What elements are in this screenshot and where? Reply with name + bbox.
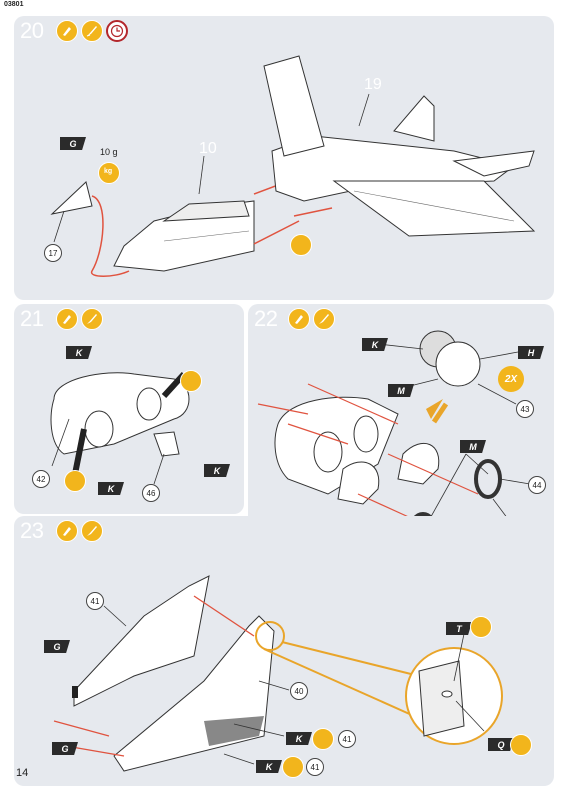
color-tag: K bbox=[98, 482, 124, 495]
color-tag: K bbox=[286, 732, 312, 745]
color-tag: K bbox=[362, 338, 388, 351]
step-20-panel: 20 G 10 g kg 17 10 19 bbox=[14, 16, 554, 300]
part-label: 10 bbox=[199, 140, 217, 157]
part-callout: 43 bbox=[516, 400, 534, 418]
rotate-icon bbox=[470, 616, 492, 638]
rotate-icon bbox=[510, 734, 532, 756]
paint-brush-icon bbox=[81, 20, 103, 42]
document-code: 03801 bbox=[4, 1, 24, 8]
color-tag: K bbox=[256, 760, 282, 773]
glue-point-icon bbox=[180, 370, 202, 392]
step-23-illustration bbox=[53, 575, 503, 772]
part-callout: 42 bbox=[32, 470, 50, 488]
part-callout: 46 bbox=[142, 484, 160, 502]
color-tag: G bbox=[44, 640, 70, 653]
color-tag: G bbox=[60, 137, 86, 150]
weight-unit: kg bbox=[104, 168, 113, 175]
color-tag: T bbox=[446, 622, 472, 635]
glue-icon bbox=[288, 308, 310, 330]
step-number: 21 bbox=[20, 306, 44, 331]
color-tag: Q bbox=[488, 738, 514, 751]
paint-brush-icon bbox=[81, 520, 103, 542]
step-number: 22 bbox=[254, 306, 278, 331]
glue-icon bbox=[56, 520, 78, 542]
paint-brush-icon bbox=[313, 308, 335, 330]
step-22-illustration bbox=[257, 330, 531, 552]
color-tag: M bbox=[388, 384, 414, 397]
weight-icon bbox=[98, 162, 120, 184]
part-callout: 41 bbox=[338, 730, 356, 748]
quantity-badge: 2X bbox=[498, 366, 524, 392]
step-23-panel: 23 G G T Q K K 41 40 41 41 bbox=[14, 516, 554, 786]
step-21-panel: 21 K K K 42 46 bbox=[14, 304, 244, 514]
part-callout: 40 bbox=[290, 682, 308, 700]
glue-point-icon bbox=[64, 470, 86, 492]
rotate-icon bbox=[312, 728, 334, 750]
clamp-icon bbox=[290, 234, 312, 256]
page-number: 14 bbox=[16, 767, 29, 779]
color-tag: K bbox=[66, 346, 92, 359]
part-callout: 41 bbox=[86, 592, 104, 610]
paint-brush-icon bbox=[81, 308, 103, 330]
step-icons bbox=[56, 20, 128, 42]
part-callout: 44 bbox=[528, 476, 546, 494]
color-tag: M bbox=[460, 440, 486, 453]
step-number: 20 bbox=[20, 18, 44, 43]
step-20-illustration bbox=[50, 55, 536, 277]
color-tag: K bbox=[204, 464, 230, 477]
step-21-illustration bbox=[50, 371, 190, 485]
step-icons bbox=[288, 308, 335, 330]
part-callout: 17 bbox=[44, 244, 62, 262]
color-tag: G bbox=[52, 742, 78, 755]
step-number: 23 bbox=[20, 518, 44, 543]
step-icons bbox=[56, 520, 103, 542]
step-icons bbox=[56, 308, 103, 330]
rotate-icon bbox=[282, 756, 304, 778]
glue-icon bbox=[56, 308, 78, 330]
glue-icon bbox=[56, 20, 78, 42]
color-tag: H bbox=[518, 346, 544, 359]
part-label: 19 bbox=[364, 76, 382, 93]
part-callout: 41 bbox=[306, 758, 324, 776]
clock-icon bbox=[106, 20, 128, 42]
weight-label: 10 g bbox=[100, 147, 118, 157]
